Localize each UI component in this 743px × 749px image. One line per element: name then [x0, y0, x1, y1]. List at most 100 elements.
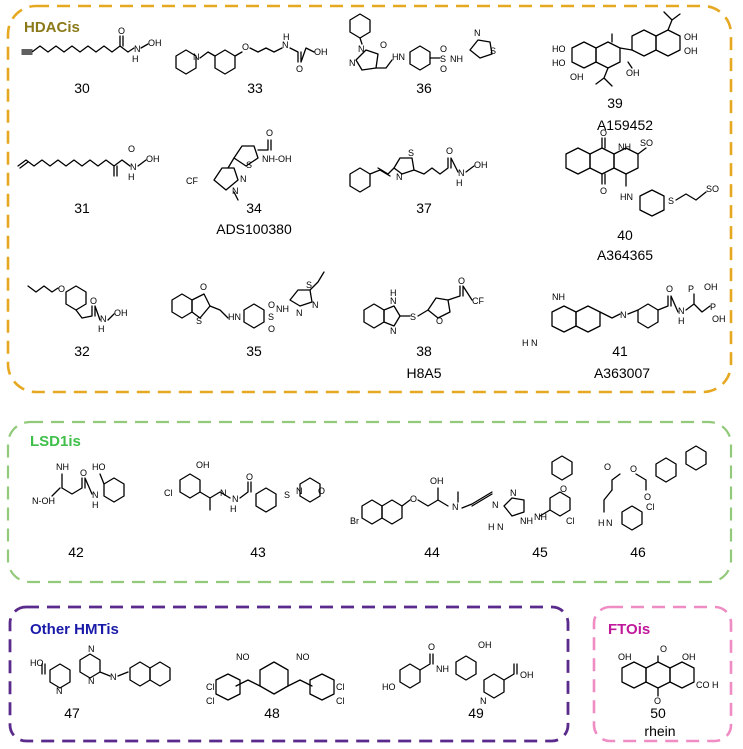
svg-text:O: O: [666, 284, 673, 294]
svg-text:S: S: [490, 46, 496, 56]
compound-45-label: 45: [532, 544, 548, 560]
structure-46: O O O N H Cl: [598, 445, 707, 531]
svg-text:Cl: Cl: [336, 696, 345, 706]
lsd1-group-title: LSD1is: [30, 433, 81, 450]
svg-text:N: N: [220, 488, 227, 498]
svg-text:O: O: [660, 644, 667, 654]
svg-text:O: O: [266, 128, 273, 138]
compound-40-name: A364365: [597, 247, 653, 263]
svg-text:Br: Br: [350, 516, 359, 526]
svg-text:HO: HO: [552, 58, 566, 68]
svg-text:N: N: [100, 314, 107, 324]
svg-text:S: S: [196, 316, 202, 326]
structure-30: O N H OH: [21, 26, 162, 64]
svg-text:S: S: [440, 54, 446, 64]
compound-49-label: 49: [468, 705, 484, 721]
svg-text:P: P: [710, 302, 716, 312]
svg-text:NH: NH: [450, 54, 463, 64]
structure-47: HO N N N N: [30, 644, 171, 696]
svg-text:OH: OH: [146, 154, 160, 164]
svg-text:N: N: [358, 44, 365, 54]
svg-text:H: H: [128, 172, 135, 182]
svg-text:N: N: [56, 686, 63, 696]
structure-36: N N O HN S O O NH S N: [349, 13, 496, 74]
structure-32: O O N H OH: [27, 284, 128, 334]
svg-text:OH: OH: [520, 670, 534, 680]
svg-text:OH: OH: [148, 38, 162, 48]
svg-text:S: S: [408, 148, 414, 158]
svg-text:S: S: [668, 196, 674, 206]
compound-41-label: 41: [612, 343, 628, 359]
structure-31: O N H OH: [17, 144, 160, 182]
structure-35: O S HN S O O NH S N N: [171, 271, 325, 334]
svg-text:H: H: [598, 518, 605, 528]
compound-34-label: 34: [246, 200, 262, 216]
fto-group-title: FTOis: [608, 621, 650, 638]
svg-text:O: O: [318, 486, 325, 496]
svg-text:N: N: [88, 676, 95, 686]
fto-group-box: [592, 605, 733, 743]
svg-text:Cl: Cl: [206, 696, 215, 706]
compound-40-label: 40: [617, 227, 633, 243]
svg-text:N: N: [492, 500, 499, 510]
svg-text:O: O: [268, 324, 275, 334]
svg-text:O: O: [118, 26, 125, 36]
svg-text:N: N: [396, 172, 403, 182]
compound-50-label: 50: [650, 705, 666, 721]
compound-50-name: rhein: [644, 723, 675, 739]
structure-38: N H N S O O CF: [363, 276, 484, 336]
structure-43: OH Cl N N H O S N O: [164, 460, 325, 514]
structure-50: OH O OH O CO H: [618, 644, 719, 706]
svg-text:N: N: [296, 486, 303, 496]
svg-text:O: O: [630, 464, 637, 474]
svg-text:O: O: [410, 494, 417, 504]
compound-42-label: 42: [68, 544, 84, 560]
svg-text:H: H: [98, 324, 105, 334]
svg-text:Cl: Cl: [646, 502, 655, 512]
svg-text:H: H: [92, 500, 99, 510]
structure-37: S N O N H OH: [349, 146, 488, 193]
svg-text:H: H: [390, 288, 397, 298]
svg-text:OH: OH: [314, 47, 328, 57]
svg-text:N: N: [390, 296, 397, 306]
compound-47-label: 47: [64, 705, 80, 721]
svg-text:NH: NH: [56, 462, 69, 472]
svg-text:HO: HO: [30, 658, 44, 668]
compound-39-label: 39: [607, 95, 623, 111]
svg-text:HO: HO: [552, 44, 566, 54]
svg-text:H: H: [132, 54, 139, 64]
svg-text:NH: NH: [552, 292, 565, 302]
hdac-group-title: HDACis: [24, 19, 80, 36]
compound-37-label: 37: [416, 200, 432, 216]
structure-39: HO HO OH OH OH OH: [552, 11, 698, 87]
svg-text:H N: H N: [522, 338, 538, 348]
svg-text:OH: OH: [196, 460, 210, 470]
svg-text:N: N: [296, 308, 303, 318]
structure-44: Br O OH N: [350, 476, 493, 526]
hmt-group-box: [8, 605, 570, 743]
svg-text:N: N: [312, 300, 319, 310]
svg-text:N: N: [349, 58, 356, 68]
structure-33: N O N H O OH: [175, 32, 328, 75]
svg-text:O: O: [242, 42, 249, 52]
compound-38-label: 38: [416, 343, 432, 359]
structure-48: NO NO Cl Cl Cl Cl: [206, 652, 345, 706]
svg-text:O: O: [600, 186, 607, 196]
svg-text:N: N: [110, 672, 117, 682]
svg-text:O: O: [128, 144, 135, 154]
svg-text:O: O: [268, 300, 275, 310]
svg-text:CF: CF: [186, 176, 198, 186]
svg-text:N: N: [130, 162, 137, 172]
svg-text:HN: HN: [620, 192, 633, 202]
svg-text:S: S: [306, 280, 312, 290]
svg-text:NO: NO: [296, 652, 310, 662]
svg-text:N: N: [458, 168, 465, 178]
compound-35-label: 35: [246, 343, 262, 359]
svg-text:OH: OH: [682, 652, 696, 662]
svg-text:NH: NH: [618, 142, 631, 152]
svg-text:NH-OH: NH-OH: [262, 154, 292, 164]
svg-text:N: N: [134, 44, 141, 54]
svg-text:N: N: [480, 696, 487, 706]
svg-text:O: O: [654, 696, 661, 706]
compound-44-label: 44: [424, 544, 440, 560]
